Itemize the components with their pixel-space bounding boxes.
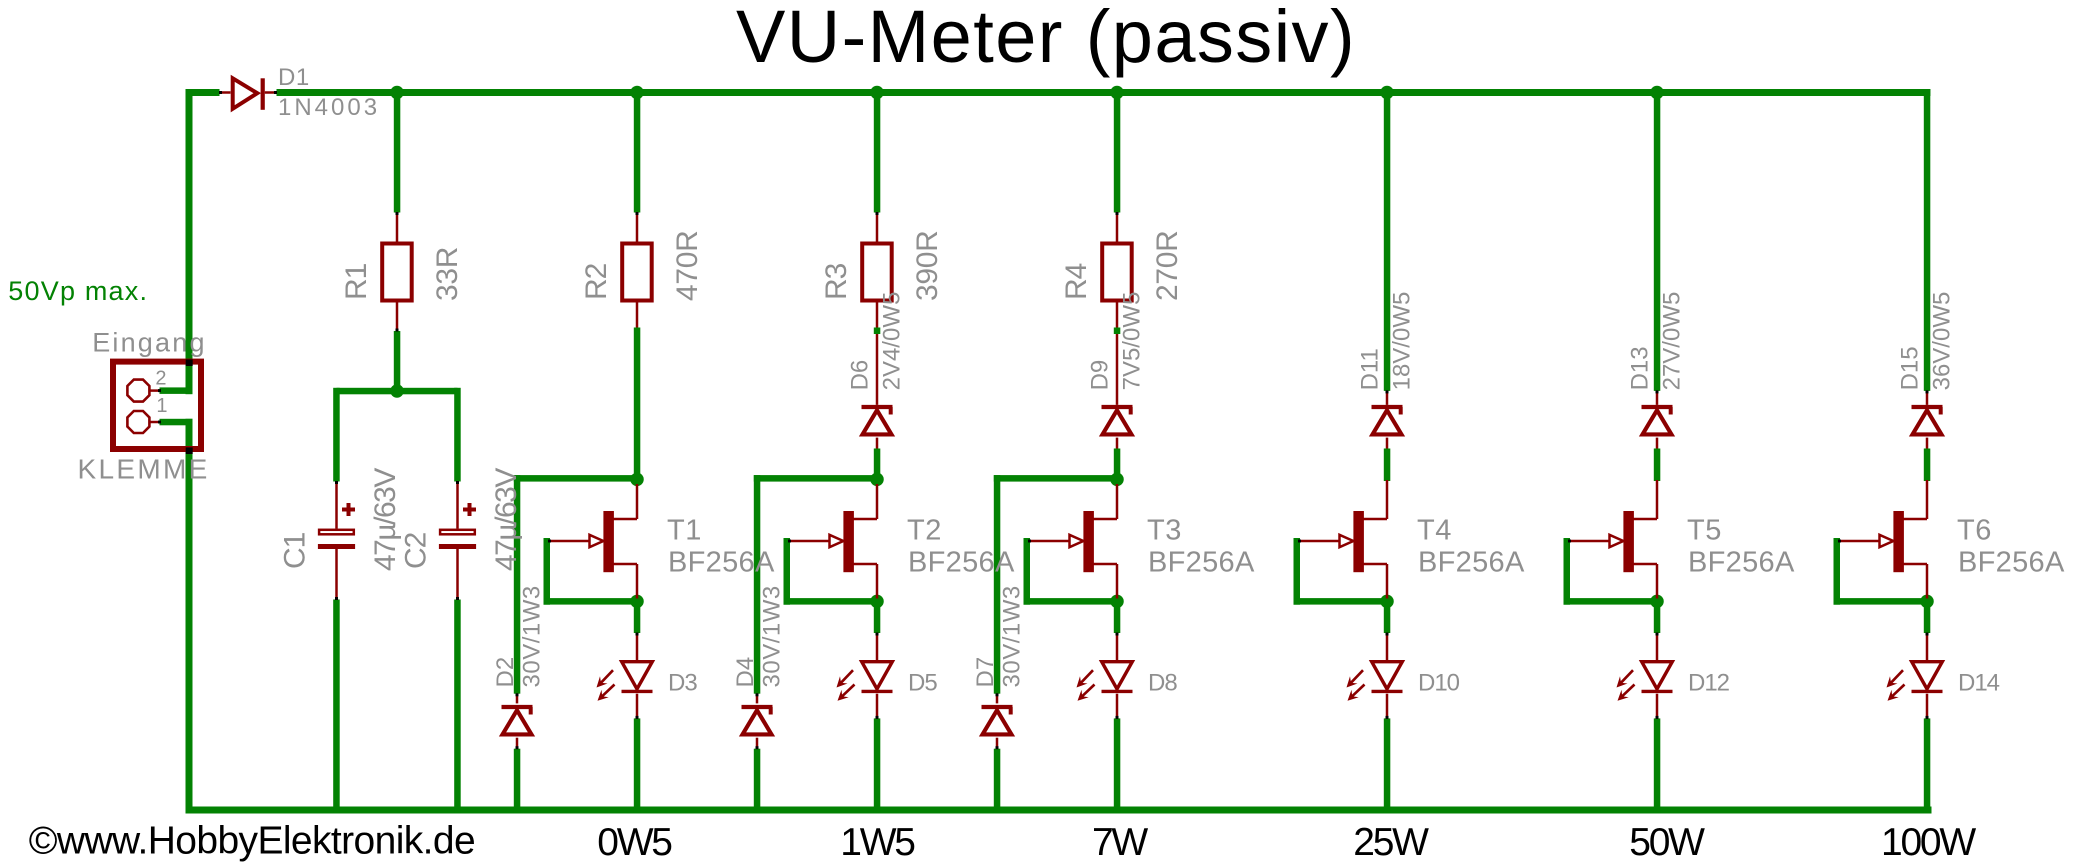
- svg-text:30V/1W3: 30V/1W3: [759, 585, 786, 687]
- svg-text:R4: R4: [1060, 263, 1093, 300]
- svg-text:1N4003: 1N4003: [278, 94, 380, 121]
- svg-text:D3: D3: [668, 670, 697, 697]
- svg-text:D14: D14: [1958, 670, 2000, 697]
- svg-text:D4: D4: [732, 657, 759, 688]
- svg-text:390R: 390R: [911, 230, 944, 301]
- svg-text:50W: 50W: [1629, 821, 1705, 864]
- svg-text:D10: D10: [1418, 670, 1460, 697]
- svg-text:33R: 33R: [431, 247, 464, 301]
- svg-text:25W: 25W: [1353, 821, 1429, 864]
- svg-text:T5: T5: [1687, 515, 1722, 547]
- svg-text:BF256A: BF256A: [1958, 546, 2065, 578]
- svg-text:T3: T3: [1147, 515, 1182, 547]
- svg-text:1: 1: [156, 395, 167, 417]
- svg-text:D7: D7: [972, 657, 999, 688]
- svg-text:470R: 470R: [671, 230, 704, 301]
- svg-text:D6: D6: [847, 360, 874, 391]
- svg-text:T6: T6: [1957, 515, 1992, 547]
- svg-text:18V/0W5: 18V/0W5: [1389, 292, 1416, 391]
- svg-text:BF256A: BF256A: [1418, 546, 1525, 578]
- svg-text:Eingang: Eingang: [92, 328, 207, 358]
- svg-text:VU-Meter (passiv): VU-Meter (passiv): [736, 0, 1356, 78]
- svg-text:1W5: 1W5: [840, 821, 915, 864]
- svg-text:T2: T2: [907, 515, 942, 547]
- svg-text:36V/0W5: 36V/0W5: [1929, 292, 1956, 391]
- svg-text:BF256A: BF256A: [908, 546, 1015, 578]
- svg-text:C2: C2: [400, 532, 433, 569]
- svg-text:KLEMME: KLEMME: [78, 454, 210, 485]
- svg-text:270R: 270R: [1151, 230, 1184, 301]
- svg-text:R2: R2: [580, 263, 613, 300]
- svg-text:47µ/63V: 47µ/63V: [369, 468, 402, 571]
- svg-text:100W: 100W: [1881, 821, 1976, 864]
- svg-text:BF256A: BF256A: [1688, 546, 1795, 578]
- svg-text:30V/1W3: 30V/1W3: [519, 585, 546, 687]
- svg-text:D12: D12: [1688, 670, 1730, 697]
- svg-text:2: 2: [155, 368, 166, 390]
- svg-text:47µ/63V: 47µ/63V: [490, 468, 523, 571]
- svg-text:D2: D2: [492, 657, 519, 688]
- svg-text:T4: T4: [1417, 515, 1452, 547]
- svg-text:D9: D9: [1087, 360, 1114, 391]
- svg-text:2V4/0W5: 2V4/0W5: [879, 292, 906, 391]
- svg-text:T1: T1: [667, 515, 702, 547]
- svg-text:D11: D11: [1357, 348, 1384, 390]
- svg-text:D1: D1: [278, 64, 310, 91]
- svg-text:©www.HobbyElektronik.de: ©www.HobbyElektronik.de: [29, 819, 475, 862]
- svg-text:BF256A: BF256A: [668, 546, 775, 578]
- svg-text:30V/1W3: 30V/1W3: [999, 585, 1026, 687]
- svg-text:R3: R3: [820, 263, 853, 300]
- svg-text:27V/0W5: 27V/0W5: [1659, 292, 1686, 391]
- svg-text:D13: D13: [1627, 346, 1654, 390]
- svg-text:R1: R1: [340, 263, 373, 300]
- svg-text:7V5/0W5: 7V5/0W5: [1119, 292, 1146, 391]
- svg-text:50Vp max.: 50Vp max.: [8, 276, 148, 306]
- svg-text:C1: C1: [279, 532, 312, 569]
- svg-text:BF256A: BF256A: [1148, 546, 1255, 578]
- svg-text:D8: D8: [1148, 670, 1177, 697]
- svg-text:7W: 7W: [1092, 821, 1148, 864]
- svg-text:0W5: 0W5: [597, 821, 672, 864]
- svg-text:D5: D5: [908, 670, 937, 697]
- svg-text:D15: D15: [1897, 346, 1924, 390]
